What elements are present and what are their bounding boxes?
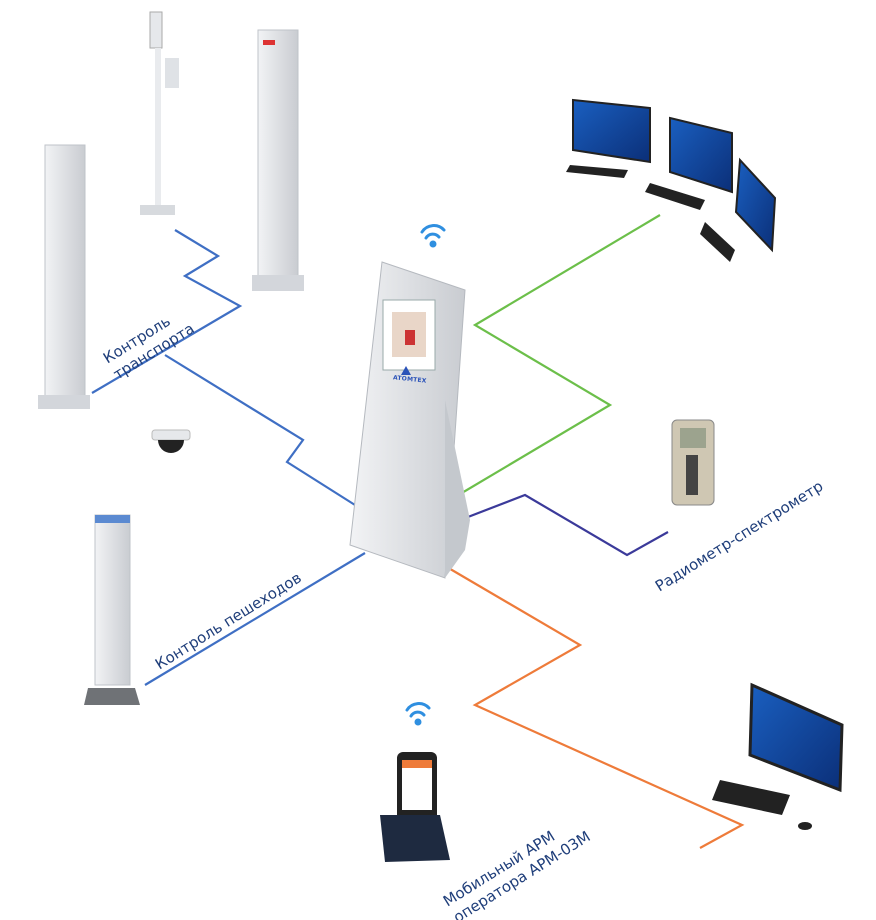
pedestrian-column xyxy=(84,514,140,705)
transport-connection-line-2 xyxy=(164,354,356,506)
operator-pc-connection-line xyxy=(439,562,745,849)
mobile-terminal xyxy=(380,752,450,862)
radiometer-device xyxy=(671,419,715,506)
transport-post-left xyxy=(38,144,90,409)
radiometer-connection-line xyxy=(454,493,669,557)
workstations-connection-line xyxy=(449,214,661,501)
operator-workstation xyxy=(712,682,844,830)
pedestrian-connection-line xyxy=(144,552,366,686)
workstation-monitors xyxy=(566,98,777,262)
dome-camera xyxy=(151,429,191,453)
transport-camera-pole xyxy=(140,11,179,215)
wifi-icon xyxy=(420,224,446,248)
wifi-icon xyxy=(405,702,431,726)
transport-post-right xyxy=(252,29,304,291)
central-kiosk xyxy=(349,261,470,579)
transport-connection-line xyxy=(91,229,243,394)
brand-logo-icon xyxy=(401,366,411,375)
